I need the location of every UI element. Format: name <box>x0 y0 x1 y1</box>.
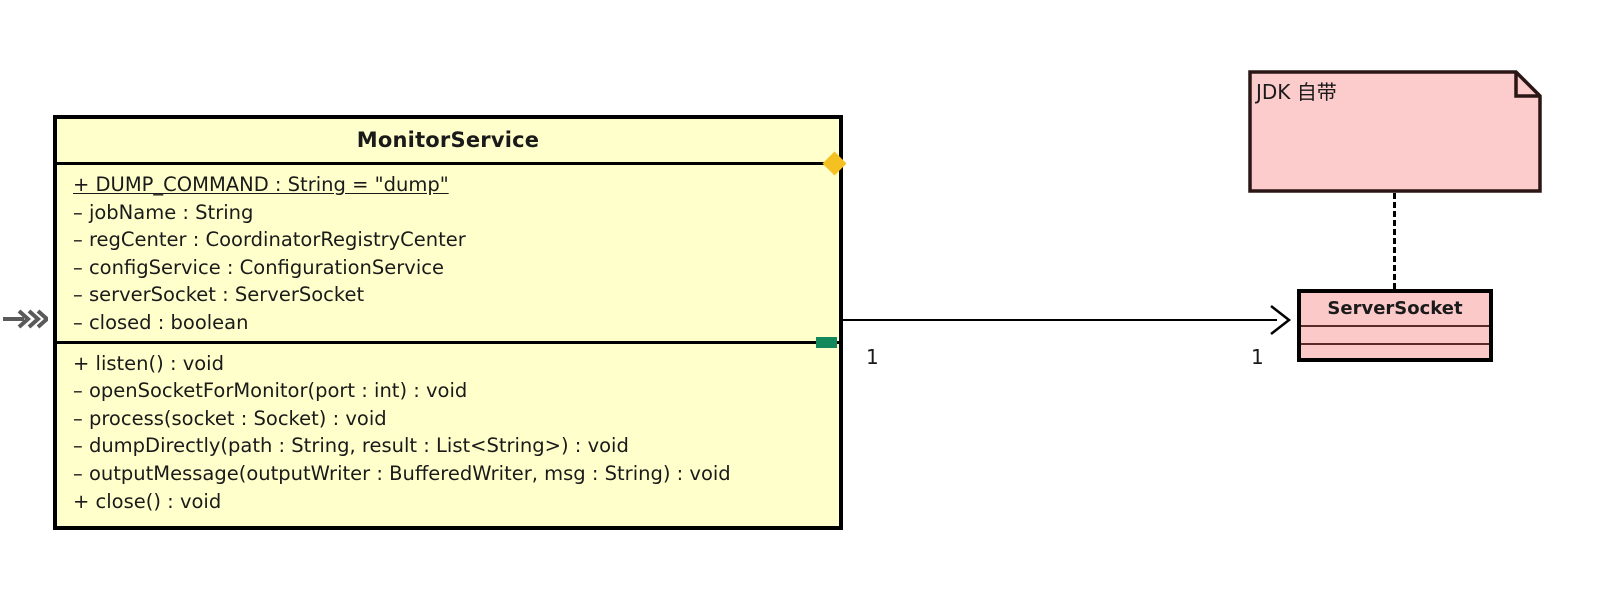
attribute-row: – configService : ConfigurationService <box>73 255 444 279</box>
note-fold-icon <box>1248 70 1542 193</box>
class-box-monitor-service[interactable]: MonitorService + DUMP_COMMAND : String =… <box>53 115 847 530</box>
association-source-multiplicity: 1 <box>866 345 879 369</box>
attribute-row: + DUMP_COMMAND : String = "dump" <box>73 173 449 196</box>
note-jdk[interactable]: JDK 自带 <box>1248 70 1542 193</box>
attribute-row: – jobName : String <box>73 200 254 224</box>
operation-row: – dumpDirectly(path : String, result : L… <box>73 434 629 458</box>
operation-row: – outputMessage(outputWriter : BufferedW… <box>73 461 731 485</box>
attributes-compartment: + DUMP_COMMAND : String = "dump" – jobNa… <box>57 165 839 341</box>
square-icon <box>816 336 837 348</box>
operations-compartment <box>1301 345 1489 361</box>
class-name-monitor-service: MonitorService <box>356 128 540 152</box>
note-text: JDK 自带 <box>1256 80 1337 104</box>
compartment-separator-operations <box>1301 343 1489 345</box>
attribute-row: – serverSocket : ServerSocket <box>73 283 365 307</box>
class-name-server-socket: ServerSocket <box>1327 298 1463 319</box>
operation-row: – process(socket : Socket) : void <box>73 406 387 430</box>
attribute-row: – regCenter : CoordinatorRegistryCenter <box>73 228 466 252</box>
operation-row: + close() : void <box>73 489 222 513</box>
compartment-separator-attributes <box>1301 325 1489 327</box>
attributes-compartment <box>1301 327 1489 343</box>
operation-row: + listen() : void <box>73 351 224 375</box>
compartment-separator-attributes <box>57 151 847 176</box>
association-target-multiplicity: 1 <box>1251 345 1264 369</box>
attribute-row: – closed : boolean <box>73 310 249 334</box>
compartment-separator-operations <box>57 336 839 348</box>
arrow-chevron-icon <box>2 302 51 336</box>
class-box-server-socket[interactable]: ServerSocket <box>1297 289 1493 362</box>
operations-compartment: + listen() : void – openSocketForMonitor… <box>57 344 839 520</box>
open-arrowhead-icon <box>1265 303 1301 339</box>
note-link-line <box>1393 193 1396 289</box>
operation-row: – openSocketForMonitor(port : int) : voi… <box>73 379 468 403</box>
association-line <box>843 319 1277 321</box>
